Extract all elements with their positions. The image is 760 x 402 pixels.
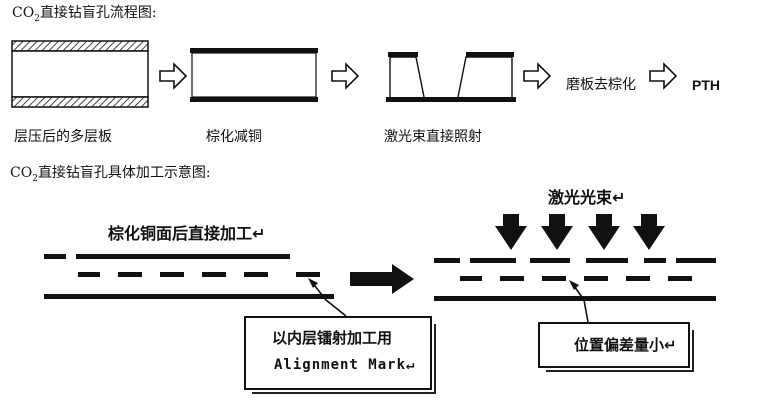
alignment-leader-line xyxy=(310,280,347,317)
caption-brown-oxide: 棕化减铜 xyxy=(206,129,262,145)
laser-beam-arrows xyxy=(495,214,665,250)
process-title-text: 直接钻盲孔具体加工示意图: xyxy=(37,165,211,181)
right-process-board xyxy=(434,258,716,301)
multilayer-board-icon xyxy=(11,40,149,108)
flow-arrow-4 xyxy=(649,62,678,90)
flow-title-subscript: 2 xyxy=(34,13,40,24)
process-title: CO2直接钻盲孔具体加工示意图: xyxy=(10,166,211,184)
brown-oxide-board-icon xyxy=(190,48,318,102)
step-pth: PTH xyxy=(692,77,720,93)
deviation-leader-line xyxy=(571,282,589,323)
deviation-text: 位置偏差量小↵ xyxy=(574,336,677,354)
laser-arrow-icon xyxy=(588,214,620,250)
flow-title-text: 直接钻盲孔流程图: xyxy=(39,5,157,21)
laser-arrow-icon xyxy=(633,214,665,250)
step-grind-remove-oxide: 磨板去棕化 xyxy=(566,77,636,93)
callout-line2: Alignment Mark↵ xyxy=(274,357,416,373)
flow-arrow-3 xyxy=(523,62,552,90)
process-arrow-icon xyxy=(350,264,414,294)
alignment-leader-arrowhead xyxy=(308,278,318,288)
callout-line1: 以内层镭射加工用 xyxy=(272,329,393,347)
left-process-board xyxy=(44,254,334,299)
alignment-mark-callout: 以内层镭射加工用 Alignment Mark↵ xyxy=(244,316,436,394)
laser-drilled-board-icon xyxy=(386,52,516,102)
caption-laser-direct: 激光束直接照射 xyxy=(384,129,482,145)
flow-title: CO2直接钻盲孔流程图: xyxy=(12,6,157,24)
flow-title-prefix: CO xyxy=(12,5,35,21)
deviation-callout: 位置偏差量小↵ xyxy=(538,322,694,372)
process-left-heading: 棕化铜面后直接加工↵ xyxy=(108,224,266,243)
process-title-prefix: CO xyxy=(10,165,33,181)
deviation-leader-arrowhead xyxy=(569,280,579,290)
flow-arrow-1 xyxy=(159,62,188,90)
laser-beam-heading: 激光光束↵ xyxy=(548,188,626,207)
process-title-subscript: 2 xyxy=(32,173,38,184)
flow-arrow-2 xyxy=(331,62,360,90)
laser-arrow-icon xyxy=(495,214,527,250)
laser-arrow-icon xyxy=(541,214,573,250)
caption-multilayer-board: 层压后的多层板 xyxy=(14,129,112,145)
